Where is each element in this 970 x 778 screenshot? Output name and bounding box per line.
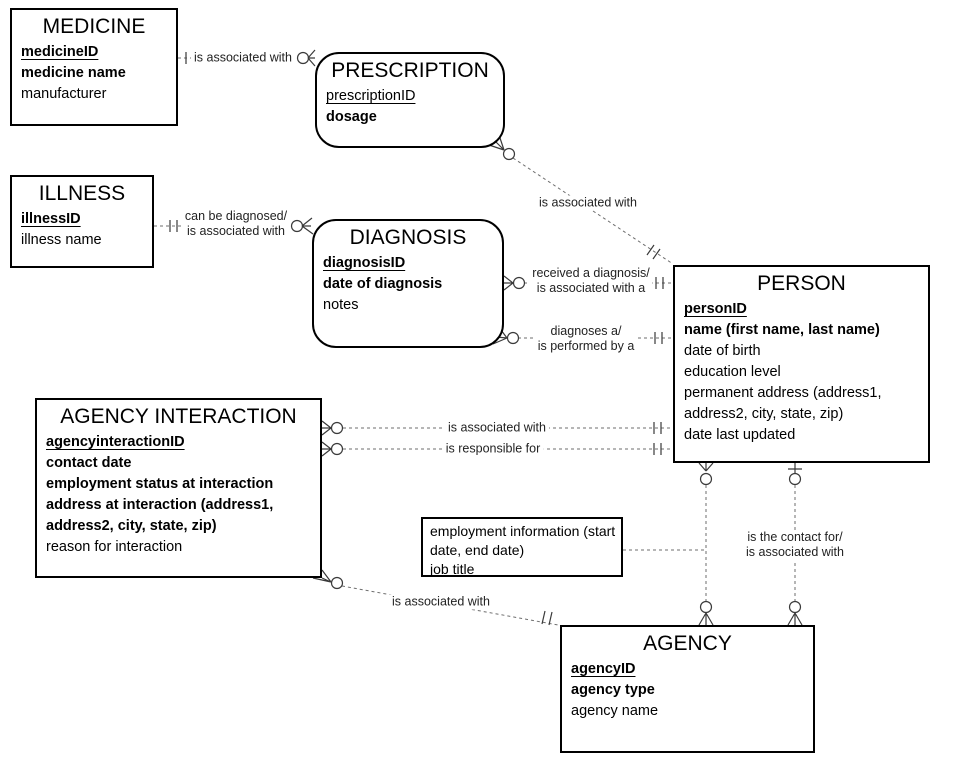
entity-title: AGENCY INTERACTION xyxy=(60,405,297,428)
attribute: employment status at interaction xyxy=(46,476,274,492)
attribute-list: illnessID illness name xyxy=(12,209,152,251)
attribute-list: agencyinteractionID contact date employm… xyxy=(37,432,320,558)
attribute-key: prescriptionID xyxy=(326,88,416,104)
attribute: contact date xyxy=(46,455,132,471)
connector-person-agency-left xyxy=(698,462,714,626)
attribute: agency name xyxy=(571,703,659,719)
relationship-label-agencyinteraction-agency: is associated with xyxy=(389,594,493,610)
note-line: employment information (start xyxy=(430,523,616,539)
attribute-key: illnessID xyxy=(21,211,81,227)
attribute-list: medicineID medicine name manufacturer xyxy=(12,42,176,105)
attribute: notes xyxy=(323,297,359,313)
relationship-label-agencyinteraction-person-b: is responsible for xyxy=(442,441,544,457)
attribute: agency type xyxy=(571,682,655,698)
entity-title: PRESCRIPTION xyxy=(331,59,489,82)
attribute-key: personID xyxy=(684,301,747,317)
attribute: date of birth xyxy=(684,343,761,359)
entity-agency-interaction: AGENCY INTERACTION agencyinteractionID c… xyxy=(35,398,322,578)
attribute-list: personID name (first name, last name) da… xyxy=(675,299,928,446)
entity-title: MEDICINE xyxy=(42,15,146,38)
entity-title: ILLNESS xyxy=(38,182,126,205)
connector-person-agency-right xyxy=(787,463,803,626)
attribute: address at interaction (address1, xyxy=(46,497,274,513)
relationship-label-agencyinteraction-person-a: is associated with xyxy=(445,420,549,436)
relationship-label-prescription-person: is associated with xyxy=(536,195,640,211)
attribute: date last updated xyxy=(684,427,796,443)
attribute: reason for interaction xyxy=(46,539,183,555)
relationship-label-person-agency: is the contact for/ is associated with xyxy=(743,530,847,560)
entity-diagnosis: DIAGNOSIS diagnosisID date of diagnosis … xyxy=(312,219,504,348)
relationship-label-diagnosis-person-b: diagnoses a/ is performed by a xyxy=(534,324,638,354)
attribute: medicine name xyxy=(21,65,126,81)
attribute: education level xyxy=(684,364,781,380)
note-line: job title xyxy=(430,561,475,577)
entity-person: PERSON personID name (first name, last n… xyxy=(673,265,930,463)
attribute: date of diagnosis xyxy=(323,276,443,292)
entity-title: PERSON xyxy=(757,272,846,295)
attribute: address2, city, state, zip) xyxy=(46,518,217,534)
attribute-key: diagnosisID xyxy=(323,255,406,271)
entity-medicine: MEDICINE medicineID medicine name manufa… xyxy=(10,8,178,126)
attribute: address2, city, state, zip) xyxy=(684,406,844,422)
relationship-label-illness-diagnosis: can be diagnosed/ is associated with xyxy=(181,209,291,239)
relationship-label-diagnosis-person-a: received a diagnosis/ is associated with… xyxy=(529,266,653,296)
note-employment-information: employment information (start date, end … xyxy=(421,517,623,577)
entity-agency: AGENCY agencyID agency type agency name xyxy=(560,625,815,753)
attribute: manufacturer xyxy=(21,86,107,102)
attribute-key: agencyinteractionID xyxy=(46,434,185,450)
relationship-label-medicine-prescription: is associated with xyxy=(191,50,295,66)
attribute: dosage xyxy=(326,109,377,125)
attribute: permanent address (address1, xyxy=(684,385,882,401)
attribute: name (first name, last name) xyxy=(684,322,880,338)
note-line: date, end date) xyxy=(430,542,525,558)
attribute-key: agencyID xyxy=(571,661,636,677)
connector-prescription-person xyxy=(488,131,674,265)
attribute-list: prescriptionID dosage xyxy=(317,86,503,128)
entity-title: AGENCY xyxy=(643,632,732,655)
entity-prescription: PRESCRIPTION prescriptionID dosage xyxy=(315,52,505,148)
attribute-list: agencyID agency type agency name xyxy=(562,659,813,722)
attribute-list: diagnosisID date of diagnosis notes xyxy=(314,253,502,316)
attribute: illness name xyxy=(21,232,102,248)
entity-title: DIAGNOSIS xyxy=(349,226,467,249)
entity-illness: ILLNESS illnessID illness name xyxy=(10,175,154,268)
attribute-key: medicineID xyxy=(21,44,99,60)
